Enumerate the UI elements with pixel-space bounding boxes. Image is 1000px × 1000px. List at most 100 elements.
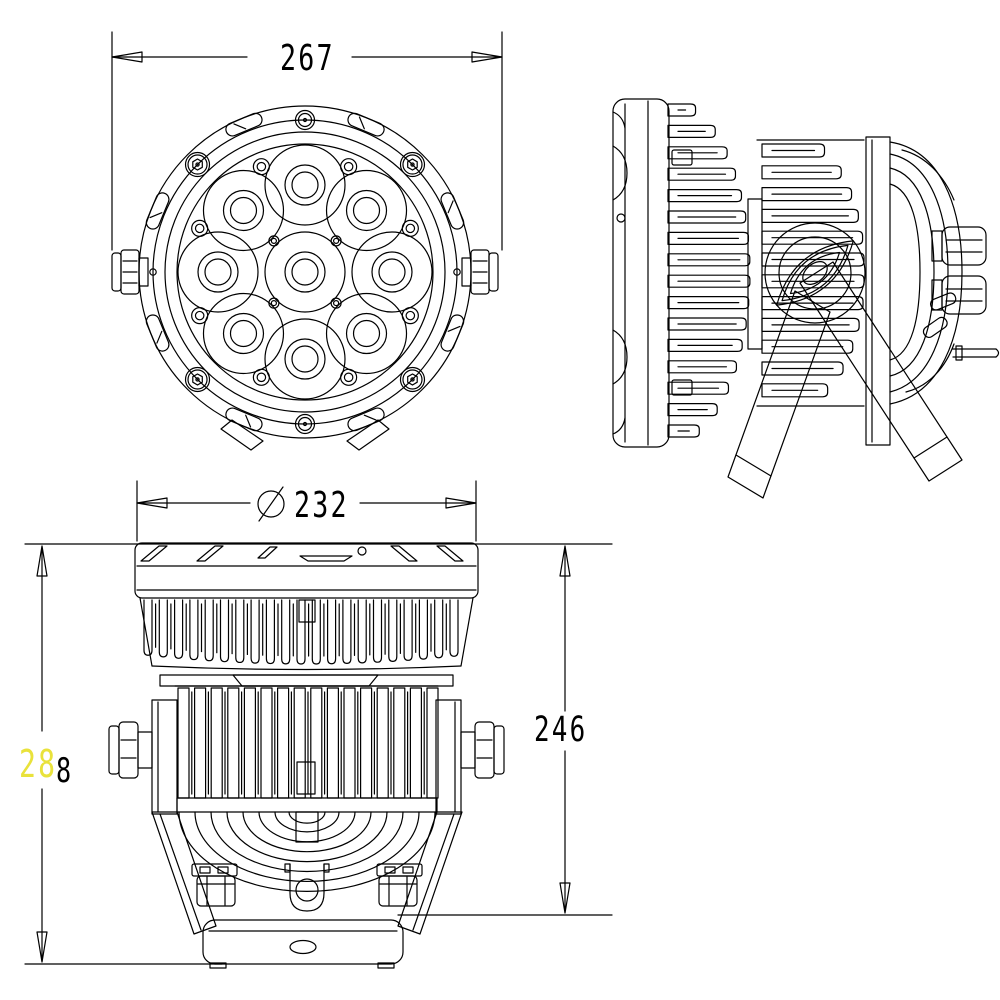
led-lens-inner bbox=[229, 196, 258, 225]
heatsink-fin bbox=[667, 360, 738, 374]
yoke-arm-right bbox=[799, 261, 963, 482]
heatsink-fin bbox=[434, 599, 444, 659]
face-screw-center bbox=[256, 372, 267, 383]
screw-ring bbox=[294, 413, 316, 435]
heatsink-fin bbox=[372, 599, 383, 663]
heatsink-fin bbox=[376, 687, 389, 799]
dim-height-highlight: 28 bbox=[19, 742, 57, 786]
led-lens-inner bbox=[291, 258, 319, 286]
heatsink-fin bbox=[342, 599, 352, 665]
tilt-lock-knob bbox=[776, 240, 854, 306]
bezel-band bbox=[134, 542, 479, 599]
strap-line bbox=[412, 813, 455, 931]
heatsink-fin bbox=[277, 687, 290, 799]
heatsink-fin bbox=[194, 687, 207, 799]
yoke-pivot bbox=[764, 222, 866, 324]
diameter-circle bbox=[257, 490, 285, 518]
washer-slit bbox=[199, 866, 211, 874]
hex-screw-head bbox=[192, 373, 203, 386]
connector-gland bbox=[931, 226, 987, 266]
knob-end bbox=[488, 252, 499, 292]
side-knob-right bbox=[461, 249, 499, 295]
heatsink-fin bbox=[393, 687, 406, 799]
dome-fin-arc bbox=[242, 811, 372, 853]
screw-icon bbox=[453, 268, 461, 276]
washer-slit bbox=[402, 866, 414, 874]
heatsink-fin bbox=[667, 338, 743, 352]
led-lens-outer bbox=[264, 231, 346, 313]
rear-dome-arc bbox=[889, 153, 949, 393]
pivot-outer-circle bbox=[764, 222, 866, 324]
knob-cap bbox=[118, 721, 139, 779]
slot-mark bbox=[140, 545, 168, 562]
fin-section-edge bbox=[139, 597, 474, 667]
heatsink-fin bbox=[174, 599, 184, 659]
arrowhead-down-icon bbox=[36, 931, 48, 963]
face-screw bbox=[268, 235, 280, 247]
hex-screw-dot bbox=[195, 162, 200, 167]
knurl-lines bbox=[476, 739, 493, 759]
dimension-text-width: 267 bbox=[280, 38, 333, 79]
heatsink-fin bbox=[326, 687, 339, 799]
led-lens-ring bbox=[222, 189, 265, 232]
face-screw-center bbox=[194, 223, 205, 234]
yoke-strap-right bbox=[397, 811, 463, 935]
extension-line bbox=[111, 31, 503, 251]
dimension-text-height-rest: 8 bbox=[56, 751, 71, 791]
dimension-text-diameter: 232 bbox=[294, 485, 347, 526]
heatsink-fin bbox=[281, 599, 291, 665]
face-inner-ring bbox=[176, 143, 434, 401]
heatsink-fin bbox=[449, 599, 459, 657]
heatsink-fin bbox=[761, 383, 829, 398]
heatsink-fin bbox=[158, 599, 168, 658]
heatsink-fin bbox=[177, 687, 190, 799]
heatsink-fin bbox=[227, 687, 240, 799]
heatsink-fin bbox=[388, 599, 398, 662]
bezel-notch bbox=[612, 145, 628, 201]
heatsink-fin bbox=[219, 599, 230, 663]
heatsink-fin bbox=[761, 339, 854, 354]
yoke-straps bbox=[151, 811, 463, 935]
hanging-hole bbox=[295, 878, 319, 902]
hex-screw-dot bbox=[195, 377, 200, 382]
bezel-notch bbox=[612, 417, 626, 435]
heatsink-fin bbox=[667, 403, 718, 417]
floor-base bbox=[202, 919, 404, 969]
face-screw-center bbox=[343, 372, 354, 383]
face-screw bbox=[268, 297, 280, 309]
heatsink-fin bbox=[667, 317, 747, 331]
hex-screw-dot bbox=[410, 162, 415, 167]
led-lens bbox=[202, 169, 285, 252]
yoke-arm-left bbox=[727, 290, 831, 499]
pin-lines bbox=[952, 348, 997, 358]
led-lens-inner bbox=[291, 345, 319, 373]
heatsink-fin bbox=[667, 381, 730, 395]
knurl-lines bbox=[122, 260, 138, 284]
knob-leaf bbox=[781, 244, 849, 302]
led-lens-inner bbox=[352, 319, 381, 348]
heatsink-fin bbox=[667, 146, 728, 160]
heatsink-fin bbox=[235, 599, 245, 664]
hex-screw-head bbox=[407, 373, 418, 386]
bezel-inner-ring bbox=[152, 119, 458, 425]
face-screw-center bbox=[194, 310, 205, 321]
mid-plate bbox=[747, 198, 763, 350]
bottom-tab-left bbox=[220, 419, 264, 451]
hex-facets bbox=[379, 876, 417, 906]
rear-dome-fins bbox=[178, 811, 436, 892]
dome-fin-arc bbox=[258, 811, 356, 843]
dome-fin-arc bbox=[274, 811, 340, 833]
strap-line bbox=[159, 813, 202, 931]
led-lens-ring bbox=[284, 164, 326, 206]
connector-gland bbox=[931, 275, 987, 315]
heatsink-fin bbox=[265, 599, 275, 665]
bezel-slot-outline bbox=[347, 112, 385, 137]
heatsink-fin bbox=[210, 687, 223, 799]
heatsink-fin bbox=[761, 143, 826, 158]
knob-neck bbox=[137, 731, 153, 769]
face-screw-center bbox=[333, 237, 340, 244]
knob-end bbox=[108, 725, 120, 775]
face-screw-center bbox=[405, 223, 416, 234]
dimension-height-288: 28 8 bbox=[19, 545, 223, 965]
